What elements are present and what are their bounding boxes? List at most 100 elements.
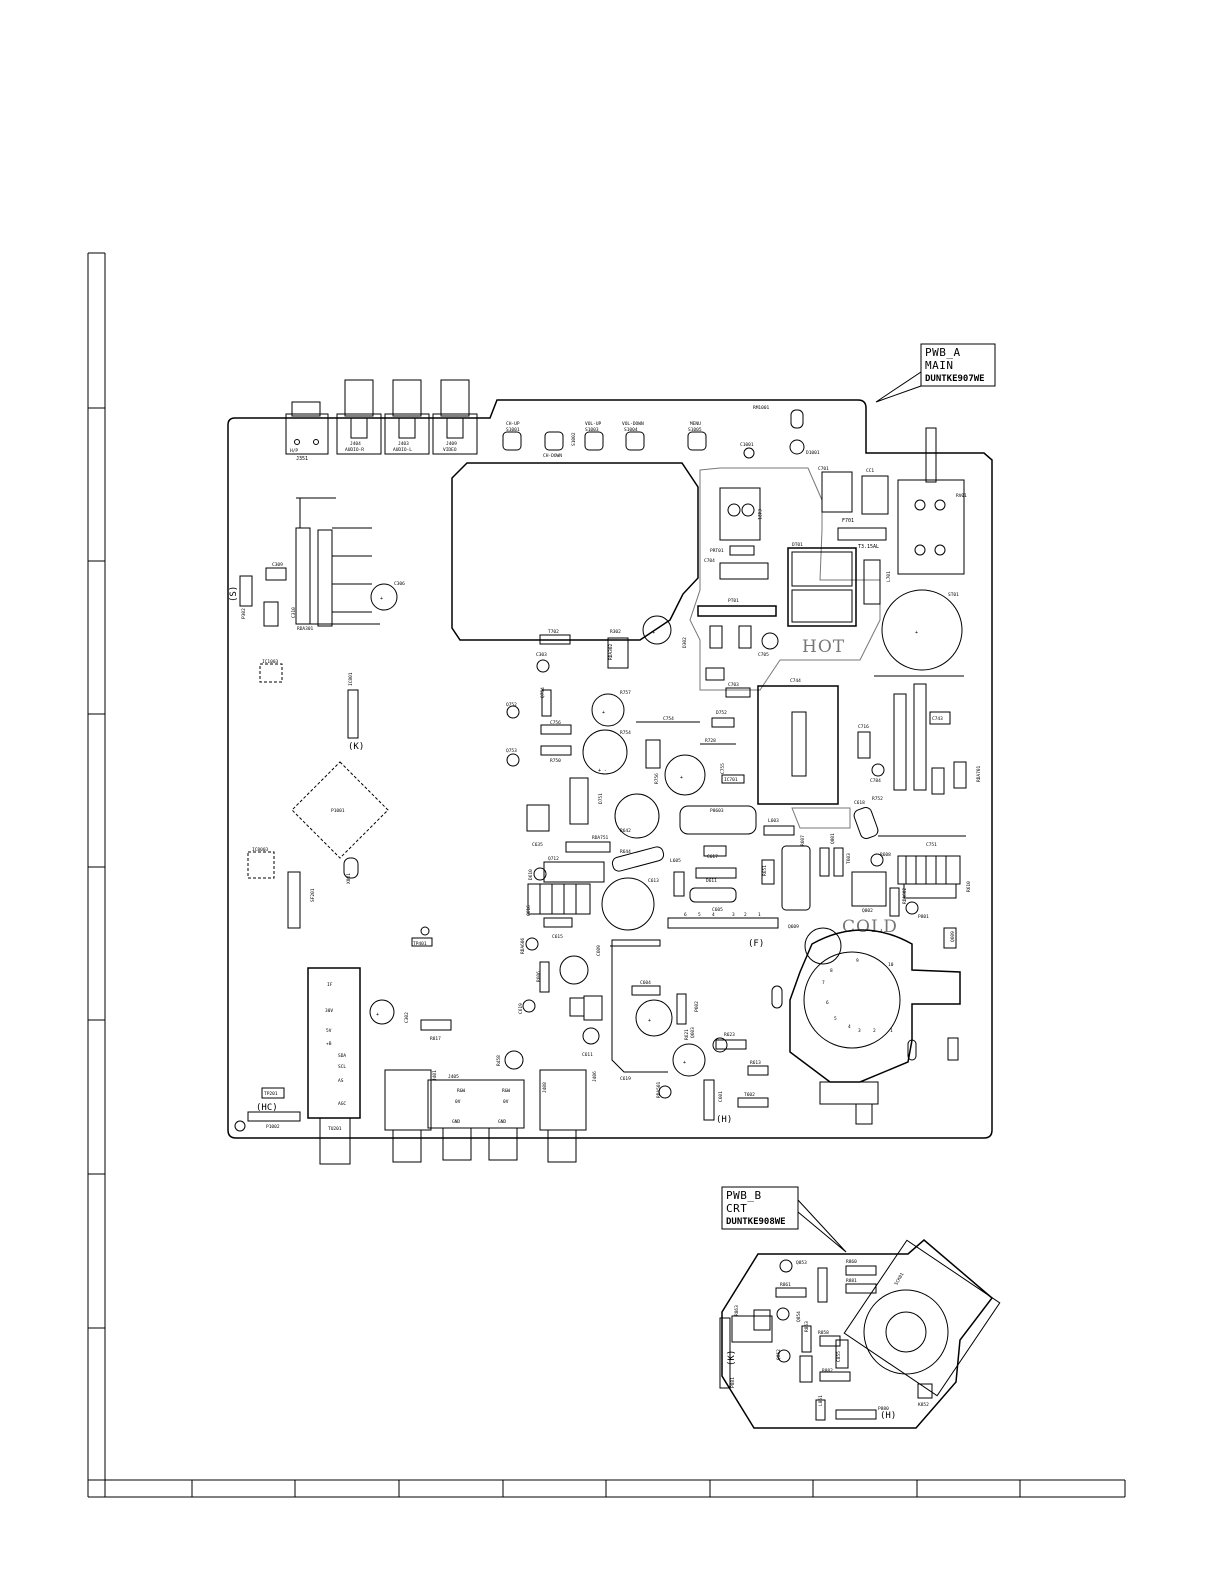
component-label: C306 bbox=[394, 581, 405, 587]
component-label: 4 bbox=[848, 1024, 851, 1030]
component-label: L605 bbox=[670, 858, 681, 864]
main-board: H/P J351 J404 AUDIO-R J403 AUDIO-L J409 … bbox=[227, 379, 993, 1165]
component-label: (H) bbox=[716, 1115, 732, 1125]
component-label: 8 bbox=[830, 968, 833, 974]
svg-text:+: + bbox=[652, 630, 655, 636]
component-label: D302 bbox=[682, 637, 688, 648]
component-label: C310 bbox=[291, 607, 297, 618]
switch-vol-up: VOL-UP S1003 bbox=[584, 421, 604, 451]
component-label: CH-DOWN bbox=[543, 453, 562, 459]
component-label: R&W bbox=[457, 1088, 465, 1094]
component-label: Q752 bbox=[506, 702, 517, 708]
crt-board: Q853 R860 R881 R861 SCK01 Q854 R863 R853… bbox=[719, 1239, 1001, 1429]
component-label: C855 bbox=[836, 1351, 842, 1362]
component-label: 2 bbox=[873, 1028, 876, 1034]
component-label: L701 bbox=[886, 571, 892, 582]
component-label: AUDIO-L bbox=[393, 447, 412, 453]
component-label: R621 bbox=[684, 1029, 690, 1040]
component-label: 9 bbox=[856, 958, 859, 964]
component-label: IC701 bbox=[724, 777, 738, 783]
component-label: C615 bbox=[552, 934, 563, 940]
component-label: C754 bbox=[663, 716, 674, 722]
switch-ch-up: CH-UP S1001 bbox=[502, 421, 522, 451]
component-label: C616 bbox=[526, 905, 532, 916]
component-label: 10 bbox=[888, 962, 894, 968]
jack-video: J409 VIDEO bbox=[432, 379, 478, 455]
component-label: C705 bbox=[758, 652, 769, 658]
component-label: P881 bbox=[730, 1377, 736, 1388]
component-label: GND bbox=[498, 1119, 506, 1125]
component-label: C704 bbox=[704, 558, 715, 564]
component-label: 2 bbox=[744, 912, 747, 918]
component-label: R752 bbox=[872, 796, 883, 802]
component-label: C611 bbox=[582, 1052, 593, 1058]
component-label: 0V bbox=[455, 1099, 461, 1105]
component-label: RDA602 bbox=[902, 887, 908, 904]
component-label: Q852 bbox=[776, 1349, 782, 1360]
component-label: C601 bbox=[718, 1091, 724, 1102]
component-label: R651 bbox=[762, 865, 768, 876]
svg-text:+: + bbox=[915, 630, 918, 636]
middle-components: T702 R302 RDA302 + D302 C303 Q752 Q753 Q… bbox=[506, 615, 972, 1125]
component-label: (H) bbox=[880, 1411, 896, 1421]
component-label: R750 bbox=[550, 758, 561, 764]
component-label: AS bbox=[338, 1078, 344, 1084]
component-label: SDA bbox=[338, 1053, 346, 1059]
component-label: R608 bbox=[880, 852, 891, 858]
component-label: SCK01 bbox=[893, 1271, 905, 1286]
component-label: (K) bbox=[348, 742, 364, 752]
component-label: R302 bbox=[610, 629, 621, 635]
board-cutout bbox=[451, 462, 699, 641]
callout-pwb-a-subtitle: MAIN bbox=[925, 359, 954, 372]
component-label: 1 bbox=[890, 1028, 893, 1034]
component-label: Q854 bbox=[796, 1311, 802, 1322]
component-label: Q712 bbox=[548, 856, 559, 862]
component-label: Q853 bbox=[796, 1260, 807, 1266]
component-label: S1001 bbox=[506, 427, 520, 433]
component-label: (K) bbox=[727, 1350, 737, 1366]
component-label: TU201 bbox=[328, 1126, 342, 1132]
callout-pwb-b-subtitle: CRT bbox=[726, 1202, 747, 1215]
component-label: P602 bbox=[694, 1001, 700, 1012]
component-label: P302 bbox=[241, 608, 247, 619]
component-label: 6 bbox=[826, 1000, 829, 1006]
callout-pwb-a: PWB_A MAIN DUNTKE907WE bbox=[875, 343, 996, 403]
component-label: R860 bbox=[846, 1259, 857, 1265]
component-label: R817 bbox=[430, 1036, 441, 1042]
component-label: RDA501 bbox=[656, 1081, 662, 1098]
component-label: Q802 bbox=[862, 908, 873, 914]
component-label: D752 bbox=[716, 710, 727, 716]
component-label: C703 bbox=[728, 682, 739, 688]
component-label: J351 bbox=[296, 456, 308, 462]
component-label: C1001 bbox=[740, 442, 754, 448]
component-label: CC1 bbox=[866, 468, 874, 474]
jack-audio-r: J404 AUDIO-R bbox=[336, 379, 382, 455]
component-label: R606 bbox=[536, 971, 542, 982]
component-label: 4 bbox=[712, 912, 715, 918]
component-label: C744 bbox=[790, 678, 801, 684]
component-label: SF201 bbox=[310, 888, 316, 902]
component-label: Q754 bbox=[540, 687, 546, 698]
flyback-transformer bbox=[789, 929, 961, 1083]
component-label: R644 bbox=[620, 849, 631, 855]
component-label: C701 bbox=[818, 466, 829, 472]
component-label: C309 bbox=[272, 562, 283, 568]
component-label: IC8003 bbox=[252, 847, 269, 853]
svg-text:+: + bbox=[602, 710, 605, 716]
component-label: TP401 bbox=[413, 941, 427, 947]
component-label: VOL-DOWN bbox=[622, 421, 644, 427]
switch-menu: MENU S1005 bbox=[687, 421, 707, 451]
callout-pwb-b-code: DUNTKE908WE bbox=[726, 1217, 786, 1227]
component-label: J406 bbox=[592, 1071, 598, 1082]
svg-text:+ -: + - bbox=[598, 768, 607, 774]
component-label: IC1003 bbox=[262, 659, 279, 665]
component-label: H/P bbox=[290, 448, 298, 454]
component-label: MENU bbox=[690, 421, 701, 427]
hot-zone-label: HOT bbox=[802, 637, 845, 657]
component-label: P1001 bbox=[331, 808, 345, 814]
component-label: C605 bbox=[712, 907, 723, 913]
component-label: IC801 bbox=[348, 672, 354, 686]
component-label: R858 bbox=[818, 1330, 829, 1336]
component-label: AUDIO-R bbox=[345, 447, 364, 453]
